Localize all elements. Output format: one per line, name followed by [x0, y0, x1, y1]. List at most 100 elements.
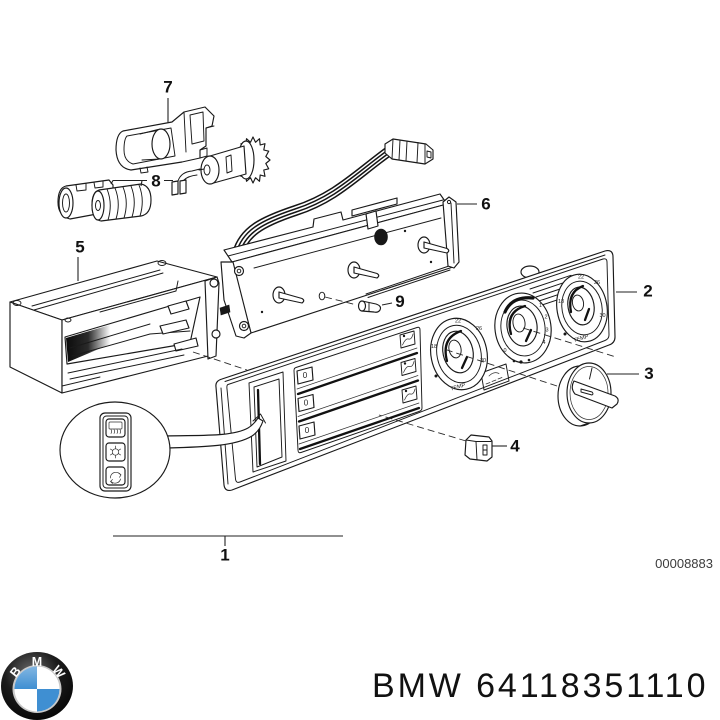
- bmw-logo: B M W: [1, 652, 73, 720]
- carbon-brush: [179, 179, 187, 195]
- airflow-icon: [403, 361, 415, 373]
- snowflake-spikes: [109, 445, 122, 459]
- vent-grille: [529, 274, 572, 306]
- mechanism-screw-hole: [64, 317, 72, 323]
- dial-snowflake-mark: [434, 374, 438, 378]
- part-2-faceplate: 0 0 0: [215, 250, 616, 492]
- slider-groove: [296, 351, 419, 396]
- indicator-plate-symbols: [485, 372, 503, 385]
- dial-mark: 18: [558, 299, 564, 305]
- dial-mark: 1: [539, 303, 542, 309]
- slider-knob-mark: 0: [305, 426, 310, 435]
- callout-6: 6: [481, 195, 490, 214]
- airflow-icon-head: [404, 389, 408, 393]
- indicator-plate: [480, 363, 510, 391]
- callout-8-leader: [110, 179, 173, 187]
- part-5-flap-mechanism: [9, 260, 221, 394]
- harness-connector-ribs: [391, 138, 426, 165]
- dial-mark: 26: [594, 280, 600, 286]
- actuator-tower: [183, 111, 215, 159]
- fan-dial-axis: [522, 327, 617, 358]
- dial-socket: [512, 313, 526, 333]
- callout-9: 9: [395, 292, 404, 311]
- control-unit-top-rail: [227, 199, 444, 257]
- airflow-icon-arrow: [402, 333, 414, 346]
- control-unit-rivet: [403, 229, 407, 233]
- mechanism-flange: [204, 276, 220, 360]
- part-6-control-unit: [219, 193, 460, 339]
- mechanism-top-groove: [31, 269, 164, 311]
- part-7-actuator-housing: [115, 106, 215, 174]
- dial-slot: [460, 355, 469, 370]
- dial-mark: 22: [578, 275, 584, 281]
- dial-scale-ring: [561, 280, 603, 336]
- harness-wire: [235, 149, 389, 255]
- slider-knob: [297, 393, 315, 413]
- inset-pointer-arrowhead: [252, 413, 266, 424]
- harness-wire: [238, 152, 390, 257]
- mounting-screw: [233, 265, 245, 277]
- motor-shaft: [203, 164, 211, 176]
- callout-2: 2: [643, 282, 652, 301]
- control-unit-lower-rail: [365, 265, 451, 298]
- knob-pointer-mark: [589, 367, 593, 380]
- recirculation-icon: [110, 471, 122, 484]
- control-unit-clip: [365, 210, 379, 230]
- control-unit-gear: [374, 228, 388, 246]
- control-unit-top-block: [351, 197, 398, 217]
- faceplate-inner-rim: [226, 258, 610, 483]
- slider-groove: [298, 406, 421, 451]
- callout-3: 3: [644, 364, 653, 383]
- switch-edges: [465, 439, 492, 461]
- slider-icon-frame: [400, 358, 417, 376]
- dial-label: TEMP: [450, 382, 467, 392]
- button-strip-recess: [248, 371, 287, 473]
- slider-groove: [297, 379, 420, 423]
- motor-slot: [225, 154, 233, 174]
- mounting-screw: [238, 320, 250, 332]
- actuator-housing-opening: [123, 127, 176, 165]
- dial-opening-shadow: [569, 284, 585, 314]
- dial-dot-mark: [519, 360, 523, 364]
- harness-connector-latch: [426, 150, 432, 159]
- mounting-screw-head: [236, 268, 242, 274]
- bulb-installation-line: [324, 296, 358, 306]
- dial-socket: [571, 294, 585, 312]
- mounting-screw-head: [241, 323, 247, 329]
- dial-mark: 30: [599, 313, 605, 319]
- dial-scale-ring: [436, 324, 482, 384]
- airflow-icon: [402, 333, 414, 346]
- bmw-logo-letter-m: M: [32, 655, 42, 669]
- inset-detail: [59, 401, 266, 499]
- bulb-base: [357, 300, 367, 312]
- dial-mark: 18: [431, 344, 437, 350]
- control-unit-rivet: [429, 260, 433, 264]
- dial-slot: [524, 328, 533, 343]
- dial-mark: 4: [542, 340, 545, 346]
- worm-sleeve-bore: [62, 193, 70, 213]
- airflow-icon: [404, 388, 416, 401]
- mechanism-slider-tab: [159, 319, 190, 335]
- defrost-window: [108, 421, 123, 430]
- part-8-worm-and-sleeve: [57, 179, 152, 222]
- callout-1-bracket: [113, 535, 343, 546]
- mechanism-opening-shadow: [66, 316, 140, 362]
- button-strip-inner: [102, 415, 129, 489]
- dial-mark: 2: [544, 315, 547, 321]
- caption-part-number: 64118351110: [476, 667, 708, 705]
- worm-screw-hub: [95, 200, 101, 211]
- harness-wire: [232, 146, 388, 253]
- part-9-bulb: [357, 300, 382, 313]
- worm-screw-end: [91, 190, 105, 221]
- airflow-icon-head: [402, 334, 406, 338]
- defrost-heat-lines: [110, 429, 121, 434]
- control-shaft: [423, 241, 450, 254]
- control-unit-rivet: [260, 310, 264, 314]
- mechanism-bottom-lip: [61, 376, 101, 387]
- caption-brand: BMW: [372, 667, 464, 705]
- mechanism-screw-hole: [12, 300, 22, 306]
- slider-groove-edge: [296, 347, 418, 390]
- ac-button: [105, 442, 126, 462]
- callout-9-leader: [381, 302, 393, 306]
